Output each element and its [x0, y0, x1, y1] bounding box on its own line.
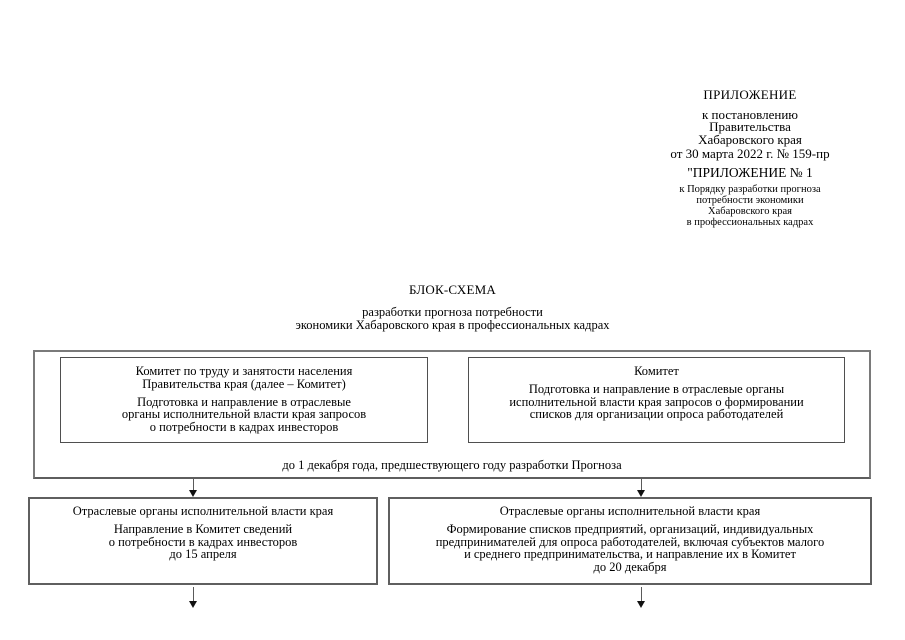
sectoral-bodies-right-body: Формирование списков предприятий, органи… — [435, 521, 825, 575]
appendix-number: "ПРИЛОЖЕНИЕ № 1 — [687, 164, 813, 180]
appendix-header-block: ПРИЛОЖЕНИЕ к постановлению Правительства… — [595, 87, 905, 228]
flow-arrow-continue-left — [189, 587, 198, 608]
committee-box-title: Комитет — [634, 364, 679, 378]
flowchart-title: БЛОК-СХЕМА — [409, 282, 496, 297]
committee-labor-box-body: Подготовка и направление в отраслевые ор… — [121, 394, 367, 435]
appendix-label: ПРИЛОЖЕНИЕ — [703, 87, 797, 102]
arrow-head-icon — [637, 490, 645, 497]
flow-arrow-continue-right — [637, 587, 646, 608]
sectoral-bodies-right-box: Отраслевые органы исполнительной власти … — [388, 497, 872, 585]
deadline-note: до 1 декабря года, предшествующего году … — [282, 458, 622, 472]
decree-reference: к постановлению Правительства Хабаровско… — [698, 106, 802, 147]
order-reference: к Порядку разработки прогноза потребност… — [679, 183, 821, 228]
committee-labor-box: Комитет по труду и занятости населения П… — [60, 357, 428, 443]
committee-box-body: Подготовка и направление в отраслевые ор… — [509, 381, 804, 422]
arrow-head-icon — [189, 490, 197, 497]
arrow-stem — [193, 587, 194, 601]
stage-one-container: Комитет по труду и занятости населения П… — [33, 350, 871, 479]
arrow-head-icon — [189, 601, 197, 608]
sectoral-bodies-left-title: Отраслевые органы исполнительной власти … — [72, 504, 334, 518]
committee-box: Комитет Подготовка и направление в отрас… — [468, 357, 845, 443]
title-block: БЛОК-СХЕМА разработки прогноза потребнос… — [0, 282, 905, 332]
flow-arrow-down-left — [189, 479, 198, 497]
arrow-stem — [641, 479, 642, 490]
sectoral-bodies-right-title: Отраслевые органы исполнительной власти … — [499, 504, 761, 518]
sectoral-bodies-left-box: Отраслевые органы исполнительной власти … — [28, 497, 378, 585]
arrow-head-icon — [637, 601, 645, 608]
flowchart-subtitle: разработки прогноза потребности экономик… — [295, 305, 610, 332]
committee-labor-box-title: Комитет по труду и занятости населения П… — [135, 364, 353, 391]
flow-arrow-down-right — [637, 479, 646, 497]
decree-date: от 30 марта 2022 г. № 159-пр — [670, 146, 830, 162]
arrow-stem — [193, 479, 194, 490]
arrow-stem — [641, 587, 642, 601]
sectoral-bodies-left-body: Направление в Комитет сведений о потребн… — [108, 521, 298, 562]
